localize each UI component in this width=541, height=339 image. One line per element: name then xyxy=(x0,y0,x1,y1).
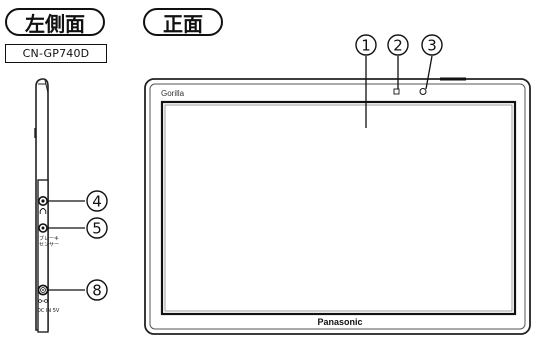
display-inner-frame xyxy=(164,104,513,312)
maker-logo: Panasonic xyxy=(317,317,362,327)
status-led xyxy=(419,88,427,95)
brake-sensor-jack-core xyxy=(41,226,45,230)
headphone-jack-core xyxy=(41,199,45,203)
brake-label-line1: ブレーキ xyxy=(39,235,59,242)
side-view-tab: 左側面 xyxy=(5,8,105,36)
callout-8: 8 xyxy=(86,279,108,301)
headphone-icon xyxy=(39,208,47,214)
front-view-tab: 正面 xyxy=(143,8,223,36)
svg-text:5: 5 xyxy=(92,220,102,238)
side-top-bevel xyxy=(44,79,49,94)
light-sensor xyxy=(393,88,400,95)
brake-label-line2: センサー xyxy=(39,242,59,248)
callout-3: 3 xyxy=(421,34,443,56)
callout-1: 1 xyxy=(355,34,377,56)
dc-in-label: DC IN 5V xyxy=(37,308,60,314)
display-screen xyxy=(160,100,517,316)
leader-3 xyxy=(425,55,433,90)
side-port-panel xyxy=(37,179,49,333)
brand-logo: Gorilla xyxy=(161,89,185,98)
callout-2: 2 xyxy=(387,34,409,56)
dc-polarity-icon xyxy=(38,299,48,303)
dc-in-jack-pin xyxy=(42,289,44,291)
svg-text:8: 8 xyxy=(92,282,102,300)
svg-text:3: 3 xyxy=(427,37,437,55)
callout-5: 5 xyxy=(86,217,108,239)
callout-4: 4 xyxy=(86,190,108,212)
svg-text:4: 4 xyxy=(92,193,102,211)
svg-text:2: 2 xyxy=(393,37,403,55)
model-label: CN-GP740D xyxy=(5,44,107,63)
front-view: Gorilla Panasonic xyxy=(144,55,531,335)
dc-in-jack-ring xyxy=(40,287,46,293)
side-view: ブレーキ センサー DC IN 5V xyxy=(34,78,85,333)
svg-text:1: 1 xyxy=(361,37,371,55)
